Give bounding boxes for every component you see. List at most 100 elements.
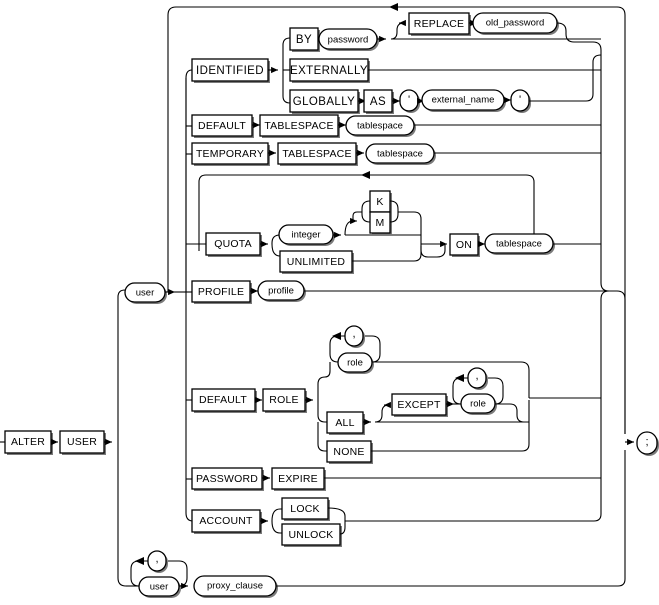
variable-oval-tablespace-default: tablespace xyxy=(345,115,416,137)
variable-label-password: password xyxy=(328,35,369,46)
keyword-label-k: K xyxy=(376,196,383,208)
keyword-label-replace: REPLACE xyxy=(414,18,464,30)
keyword-box-lock: LOCK xyxy=(281,497,330,521)
keyword-label-temporary: TEMPORARY xyxy=(196,148,264,160)
keyword-label-account: ACCOUNT xyxy=(199,515,253,527)
variable-label-role-list: role xyxy=(347,358,363,369)
variable-oval-external-name: external_name xyxy=(421,89,506,112)
keyword-box-externally: EXTERNALLY xyxy=(289,58,370,83)
keyword-box-quota: QUOTA xyxy=(205,232,262,257)
keyword-box-identified: IDENTIFIED xyxy=(191,58,270,83)
keyword-label-expire: EXPIRE xyxy=(278,473,318,485)
keyword-box-tablespace-1: TABLESPACE xyxy=(259,114,340,138)
variable-oval-role-except: role xyxy=(460,393,497,415)
temporary-tablespace-group: TEMPORARY TABLESPACE tablespace xyxy=(186,142,601,166)
variable-oval-tablespace-quota: tablespace xyxy=(484,233,555,255)
variable-label-integer: integer xyxy=(291,230,320,241)
variable-label-tablespace-quota: tablespace xyxy=(496,239,542,250)
keyword-box-tablespace-2: TABLESPACE xyxy=(277,142,358,166)
keyword-label-except: EXCEPT xyxy=(397,399,441,411)
variable-oval-user-proxy: user xyxy=(138,576,181,598)
punctuation-label-comma-role-except: , xyxy=(475,370,478,382)
keyword-box-default-tablespace: DEFAULT xyxy=(191,114,254,138)
variable-label-role-except: role xyxy=(470,399,486,410)
keyword-box-none: NONE xyxy=(326,440,373,464)
keyword-box-user: USER xyxy=(59,430,106,455)
top-feedback-loop-rail xyxy=(167,3,626,292)
punctuation-label-quote-close: ' xyxy=(519,94,521,106)
variable-label-user-proxy: user xyxy=(150,582,168,593)
keyword-box-by: BY xyxy=(289,27,320,52)
keyword-label-as: AS xyxy=(370,96,386,108)
variable-label-tablespace-temporary: tablespace xyxy=(377,149,423,160)
role-list-loop: role , xyxy=(324,325,530,398)
except-role-loop: role , xyxy=(452,367,529,423)
punctuation-oval-comma-role: , xyxy=(344,325,365,348)
punctuation-label-quote-open: ' xyxy=(408,94,410,106)
punctuation-oval-comma-role-except: , xyxy=(467,367,488,390)
keyword-label-globally: GLOBALLY xyxy=(293,96,355,108)
variable-oval-user-top: user xyxy=(124,282,167,304)
alternatives-rails xyxy=(185,55,626,513)
keyword-label-none: NONE xyxy=(333,446,364,458)
keyword-label-role: ROLE xyxy=(269,394,298,406)
variable-oval-old-password: old_password xyxy=(472,12,559,35)
variable-oval-integer: integer xyxy=(278,224,335,246)
keyword-label-tablespace-1: TABLESPACE xyxy=(264,120,333,132)
punctuation-oval-quote-open: ' xyxy=(399,89,420,113)
punctuation-label-comma-user: , xyxy=(155,553,158,565)
none-branch: NONE xyxy=(326,400,530,464)
variable-oval-proxy-clause: proxy_clause xyxy=(193,575,278,598)
keyword-box-k: K xyxy=(369,190,392,214)
default-tablespace-group: DEFAULT TABLESPACE tablespace xyxy=(186,114,601,138)
keyword-box-unlock: UNLOCK xyxy=(281,523,342,547)
variable-oval-role-list: role xyxy=(337,352,374,374)
keyword-label-m: M xyxy=(376,217,385,229)
keyword-box-except: EXCEPT xyxy=(391,393,448,417)
keyword-label-password: PASSWORD xyxy=(196,473,258,485)
variable-label-user-top: user xyxy=(136,288,154,299)
keyword-label-default-1: DEFAULT xyxy=(198,120,246,132)
keyword-box-all: ALL xyxy=(326,411,365,435)
keyword-label-all: ALL xyxy=(335,417,354,429)
default-role-group: DEFAULT ROLE role , xyxy=(186,325,601,464)
keyword-box-role: ROLE xyxy=(262,388,307,413)
keyword-label-profile: PROFILE xyxy=(198,286,244,298)
keyword-label-quota: QUOTA xyxy=(214,238,252,250)
keyword-box-m: M xyxy=(369,211,392,235)
keyword-label-identified: IDENTIFIED xyxy=(196,65,264,77)
keyword-box-default-role: DEFAULT xyxy=(191,388,257,413)
keyword-label-lock: LOCK xyxy=(290,503,319,515)
punctuation-oval-comma-user: , xyxy=(147,550,168,573)
keyword-box-temporary: TEMPORARY xyxy=(191,142,270,166)
identified-group: IDENTIFIED BY password REPLACE xyxy=(185,12,602,292)
quota-group: QUOTA integer K M xyxy=(186,171,601,274)
user-oval-top-branch: user xyxy=(124,282,186,304)
account-group: ACCOUNT LOCK UNLOCK xyxy=(185,497,602,547)
keyword-label-unlock: UNLOCK xyxy=(289,529,334,541)
punctuation-label-semicolon: ; xyxy=(645,436,648,448)
password-expire-group: PASSWORD EXPIRE xyxy=(186,467,601,491)
keyword-box-password: PASSWORD xyxy=(191,467,264,491)
keyword-label-user: USER xyxy=(67,436,97,448)
keyword-box-unlimited: UNLIMITED xyxy=(279,250,354,274)
punctuation-oval-quote-close: ' xyxy=(510,89,531,113)
keyword-box-replace: REPLACE xyxy=(408,12,471,36)
variable-oval-tablespace-temporary: tablespace xyxy=(365,143,436,165)
variable-oval-profile: profile xyxy=(257,280,306,302)
keyword-label-unlimited: UNLIMITED xyxy=(287,256,346,268)
alter-user-entry: ALTER USER xyxy=(0,289,127,587)
keyword-box-expire: EXPIRE xyxy=(271,467,326,491)
semicolon-terminator: ; xyxy=(625,431,659,456)
keyword-box-as: AS xyxy=(363,89,394,114)
variable-label-proxy-clause: proxy_clause xyxy=(207,581,263,592)
keyword-box-profile: PROFILE xyxy=(191,280,252,304)
variable-label-tablespace-default: tablespace xyxy=(357,121,403,132)
keyword-box-account: ACCOUNT xyxy=(191,509,262,534)
punctuation-label-comma-role: , xyxy=(352,328,355,340)
keyword-label-on: ON xyxy=(456,239,472,251)
keyword-label-by: BY xyxy=(296,34,312,46)
keyword-label-alter: ALTER xyxy=(11,436,45,448)
variable-oval-password: password xyxy=(318,28,379,51)
